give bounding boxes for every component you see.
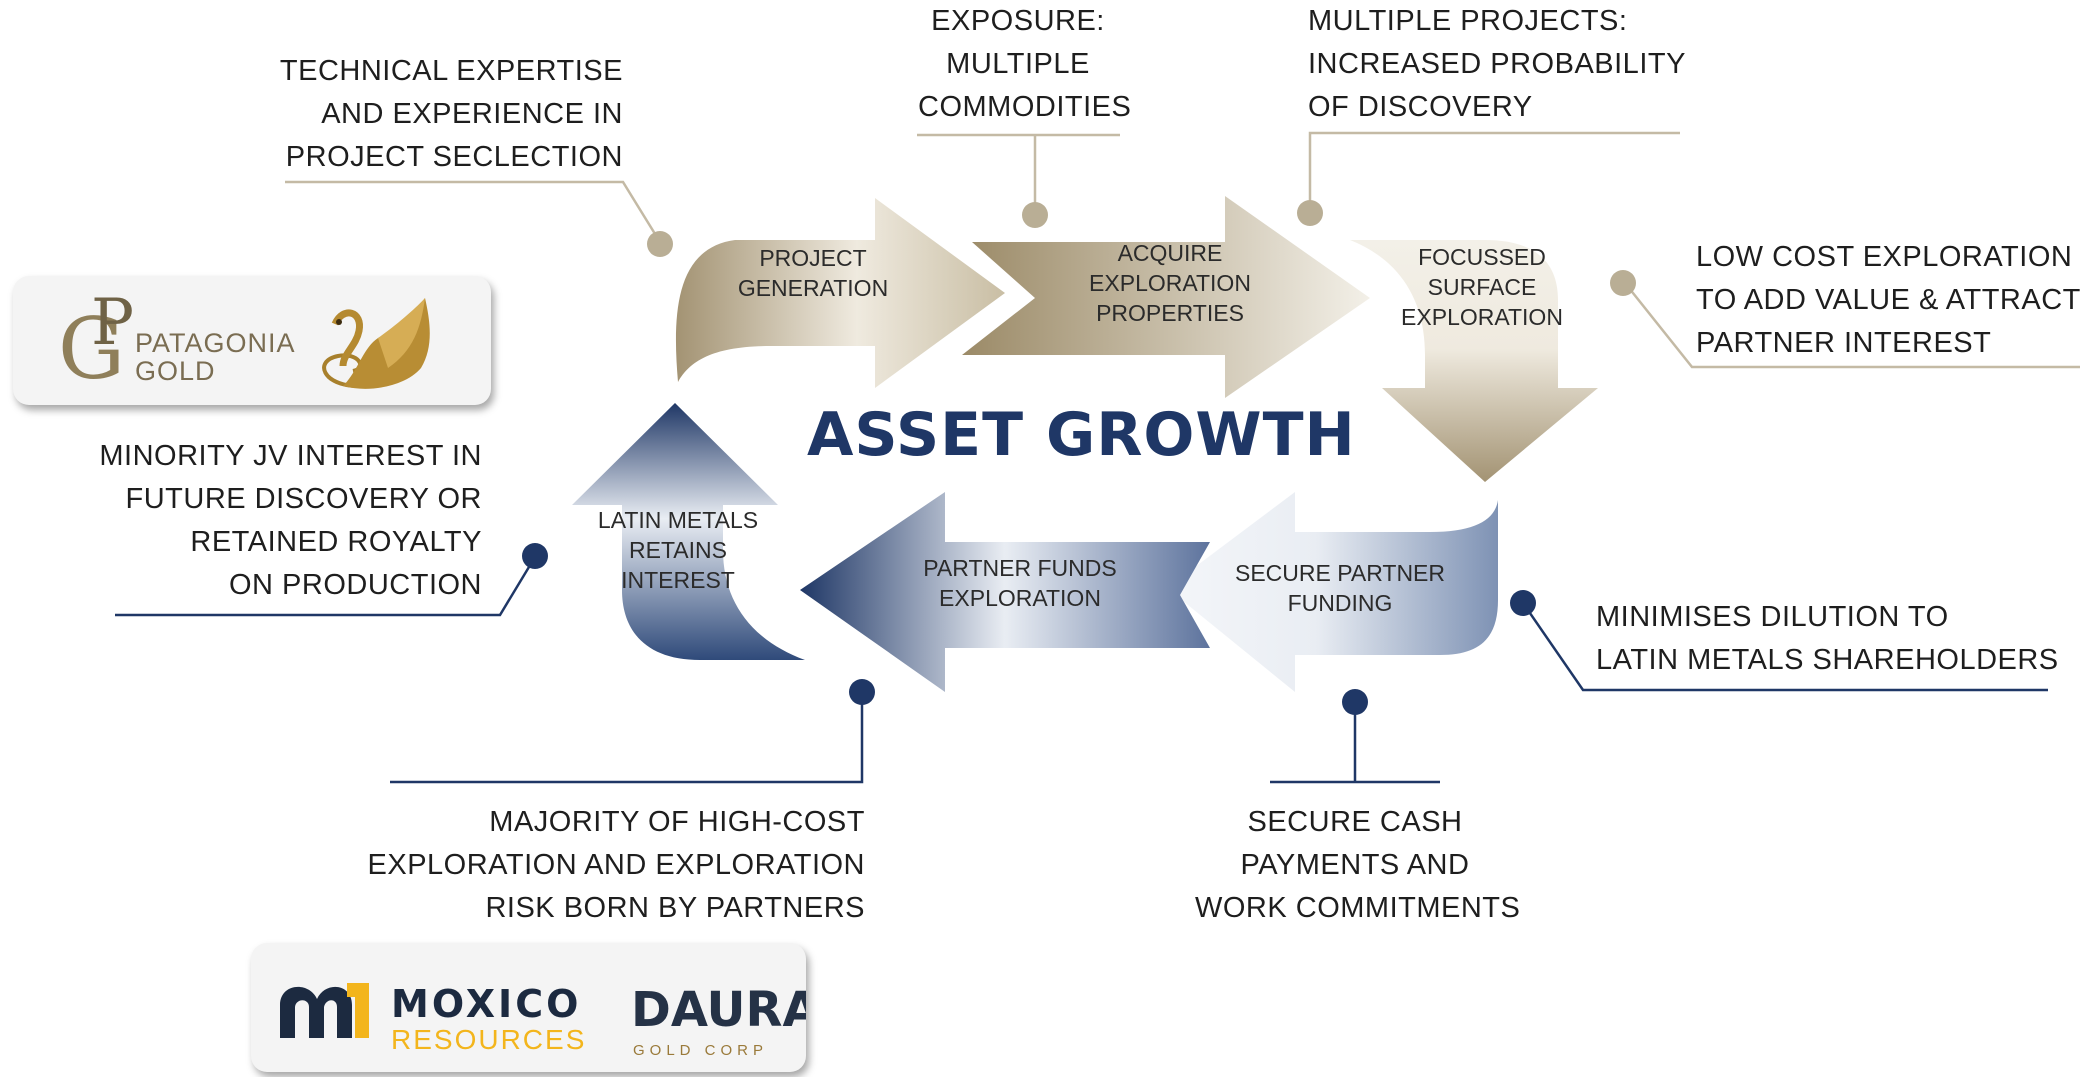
cycle-step-labels: PROJECT GENERATION ACQUIRE EXPLORATION PROPE… — [598, 240, 1563, 616]
connector-low-cost — [1624, 282, 2080, 369]
cycle-step-line: SECURE PARTNER — [1235, 560, 1445, 586]
connector-cash — [1270, 702, 1440, 784]
arrow-project-generation — [675, 198, 1005, 388]
connector-dot-technical — [647, 231, 673, 257]
daura-line1: DAURA — [631, 982, 806, 1038]
cycle-step-line: RETAINS — [629, 537, 727, 563]
connector-dot-multiple-projects — [1297, 200, 1323, 226]
cycle-step-label-3: FOCUSSED SURFACE EXPLORATION — [1401, 244, 1563, 330]
annotation-minority: MINORITY JV INTEREST IN FUTURE DISCOVERY… — [99, 440, 482, 601]
annotation-technical: TECHNICAL EXPERTISE AND EXPERIENCE IN PR… — [279, 55, 623, 173]
cycle-step-line: FOCUSSED — [1418, 244, 1546, 270]
daura-line2: GOLD CORP — [633, 1042, 768, 1059]
connector-majority — [390, 692, 864, 784]
cycle-step-line: EXPLORATION — [1089, 270, 1251, 296]
cycle-step-line: EXPLORATION — [1401, 304, 1563, 330]
cycle-step-label-1: PROJECT GENERATION — [738, 245, 888, 301]
patagonia-gold-logo: G P PATAGONIA GOLD — [13, 276, 491, 405]
connector-dot-minority — [522, 543, 548, 569]
moxico-mark-icon — [280, 983, 369, 1038]
cycle-step-line: FUNDING — [1288, 590, 1393, 616]
connector-technical — [285, 180, 662, 243]
cycle-step-line: PARTNER FUNDS — [923, 555, 1116, 581]
patagonia-monogram-g: G — [58, 300, 125, 398]
cycle-step-label-2: ACQUIRE EXPLORATION PROPERTIES — [1089, 240, 1251, 326]
patagonia-line2: GOLD — [135, 356, 216, 386]
arrow-partner-funds — [800, 492, 1210, 692]
cycle-step-line: INTEREST — [621, 567, 735, 593]
connector-dot-cash — [1342, 689, 1368, 715]
cycle-step-line: LATIN METALS — [598, 507, 758, 533]
cycle-step-label-5: PARTNER FUNDS EXPLORATION — [923, 555, 1116, 611]
cycle-step-line: ACQUIRE — [1118, 240, 1223, 266]
moxico-daura-logo-art: MOXICO RESOURCES DAURA GOLD CORP — [280, 982, 820, 1059]
annotation-low-cost: LOW COST EXPLORATION TO ADD VALUE & ATTR… — [1696, 241, 2080, 359]
arrow-focussed-surface — [1350, 240, 1598, 482]
cycle-step-label-6: LATIN METALS RETAINS INTEREST — [598, 507, 758, 593]
patagonia-line1: PATAGONIA — [135, 328, 296, 358]
arrow-latin-metals-retains — [572, 403, 805, 660]
moxico-daura-logo: MOXICO RESOURCES DAURA GOLD CORP — [251, 943, 820, 1072]
annotation-dilution: MINIMISES DILUTION TO LATIN METALS SHARE… — [1596, 601, 2059, 676]
patagonia-monogram-p: P — [91, 286, 134, 360]
annotation-exposure: EXPOSURE: MULTIPLE COMMODITIES — [918, 5, 1132, 123]
swan-icon — [322, 298, 430, 389]
connector-minority — [115, 556, 537, 617]
connector-dot-dilution — [1510, 590, 1536, 616]
arrow-acquire-exploration — [962, 196, 1370, 398]
annotation-cash: SECURE CASH PAYMENTS AND WORK COMMITMENT… — [1195, 806, 1521, 924]
annotation-multiple-projects: MULTIPLE PROJECTS: INCREASED PROBABILITY… — [1308, 5, 1686, 123]
patagonia-gold-logo-art: G P PATAGONIA GOLD — [58, 286, 430, 398]
cycle-step-label-4: SECURE PARTNER FUNDING — [1235, 560, 1445, 616]
connector-dot-majority — [849, 679, 875, 705]
moxico-line2: RESOURCES — [391, 1024, 586, 1055]
arrow-secure-partner-funding — [1167, 492, 1498, 692]
connector-multiple-projects — [1308, 131, 1680, 212]
annotation-majority: MAJORITY OF HIGH-COST EXPLORATION AND EX… — [367, 806, 865, 924]
connector-dot-low-cost — [1610, 270, 1636, 296]
cycle-step-line: EXPLORATION — [939, 585, 1101, 611]
cycle-step-line: PROPERTIES — [1096, 300, 1244, 326]
connector-dilution — [1521, 602, 2048, 692]
connector-exposure — [917, 133, 1120, 215]
diagram-title: ASSET GROWTH — [807, 400, 1356, 470]
cycle-step-line: GENERATION — [738, 275, 888, 301]
cycle-step-line: PROJECT — [759, 245, 866, 271]
connector-dot-exposure — [1022, 202, 1048, 228]
cycle-step-line: SURFACE — [1428, 274, 1537, 300]
moxico-line1: MOXICO — [391, 982, 581, 1026]
